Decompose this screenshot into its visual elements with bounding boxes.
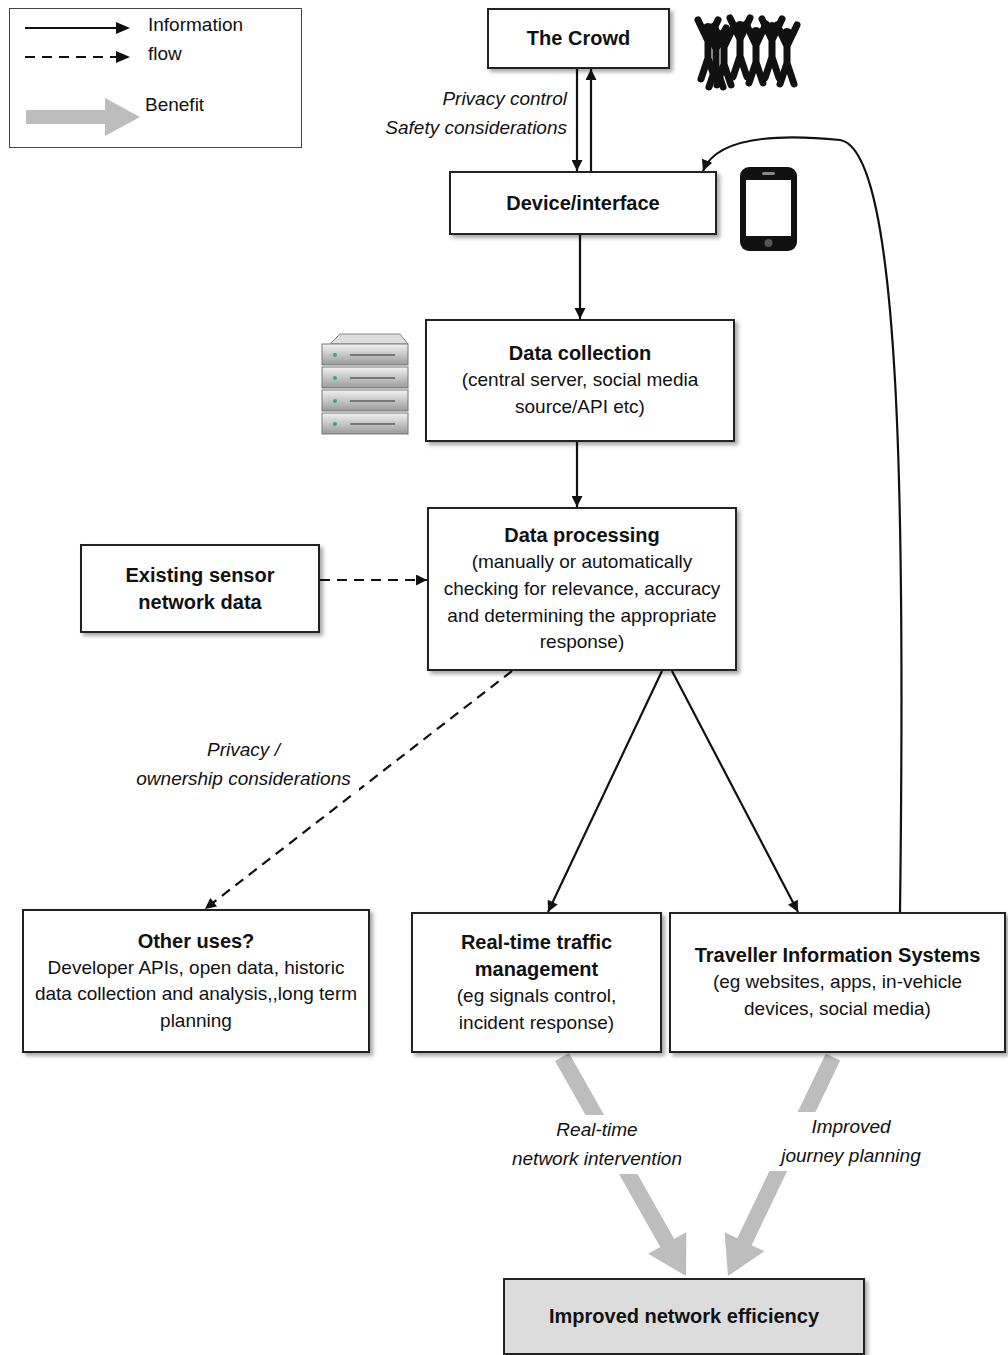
- edge-label: Improved journey planning: [748, 1112, 954, 1171]
- legend-text: Information flow: [148, 10, 266, 69]
- box-body: (manually or automatically checking for …: [439, 549, 725, 655]
- process-box: Data processing(manually or automaticall…: [427, 507, 737, 671]
- dashed-arrow: [320, 579, 427, 581]
- box-title: Other uses?: [138, 928, 255, 955]
- box-title: Real-time traffic management: [423, 929, 650, 983]
- result-box: Improved network efficiency: [503, 1278, 865, 1355]
- process-box: Data collection(central server, social m…: [425, 319, 735, 442]
- box-title: Data processing: [504, 522, 660, 549]
- box-body: (central server, social media source/API…: [437, 367, 723, 420]
- output-box: Real-time traffic management(eg signals …: [411, 912, 662, 1053]
- flow-arrow: [576, 442, 578, 507]
- edge-label: Privacy control Safety considerations: [330, 84, 570, 143]
- process-box: Device/interface: [449, 171, 717, 235]
- box-body: (eg signals control, incident response): [423, 983, 650, 1036]
- flow-arrow: [548, 671, 662, 912]
- crowd-icon: [698, 18, 797, 87]
- output-box: Traveller Information Systems(eg website…: [669, 912, 1006, 1053]
- flow-arrow: [672, 671, 798, 912]
- actor-box: The Crowd: [487, 8, 670, 69]
- box-title: Improved network efficiency: [549, 1303, 819, 1330]
- box-title: Traveller Information Systems: [695, 942, 981, 969]
- box-title: Existing sensor network data: [92, 562, 308, 616]
- legend-text: Benefit: [145, 90, 285, 119]
- legend-samples: [25, 22, 140, 136]
- output-box: Other uses?Developer APIs, open data, hi…: [22, 909, 370, 1053]
- box-title: Device/interface: [506, 190, 659, 217]
- server-icon: [322, 334, 408, 434]
- edge-label: Real-time network intervention: [490, 1115, 704, 1174]
- edge-label: Privacy / ownership considerations: [128, 735, 359, 794]
- source-box: Existing sensor network data: [80, 544, 320, 633]
- flow-arrow: [590, 69, 592, 171]
- box-title: Data collection: [509, 340, 651, 367]
- phone-icon: [740, 167, 797, 251]
- flow-arrow: [576, 69, 578, 171]
- box-body: Developer APIs, open data, historic data…: [34, 955, 358, 1035]
- flow-arrow: [579, 235, 581, 319]
- box-title: The Crowd: [527, 25, 630, 52]
- box-body: (eg websites, apps, in-vehicle devices, …: [681, 969, 994, 1022]
